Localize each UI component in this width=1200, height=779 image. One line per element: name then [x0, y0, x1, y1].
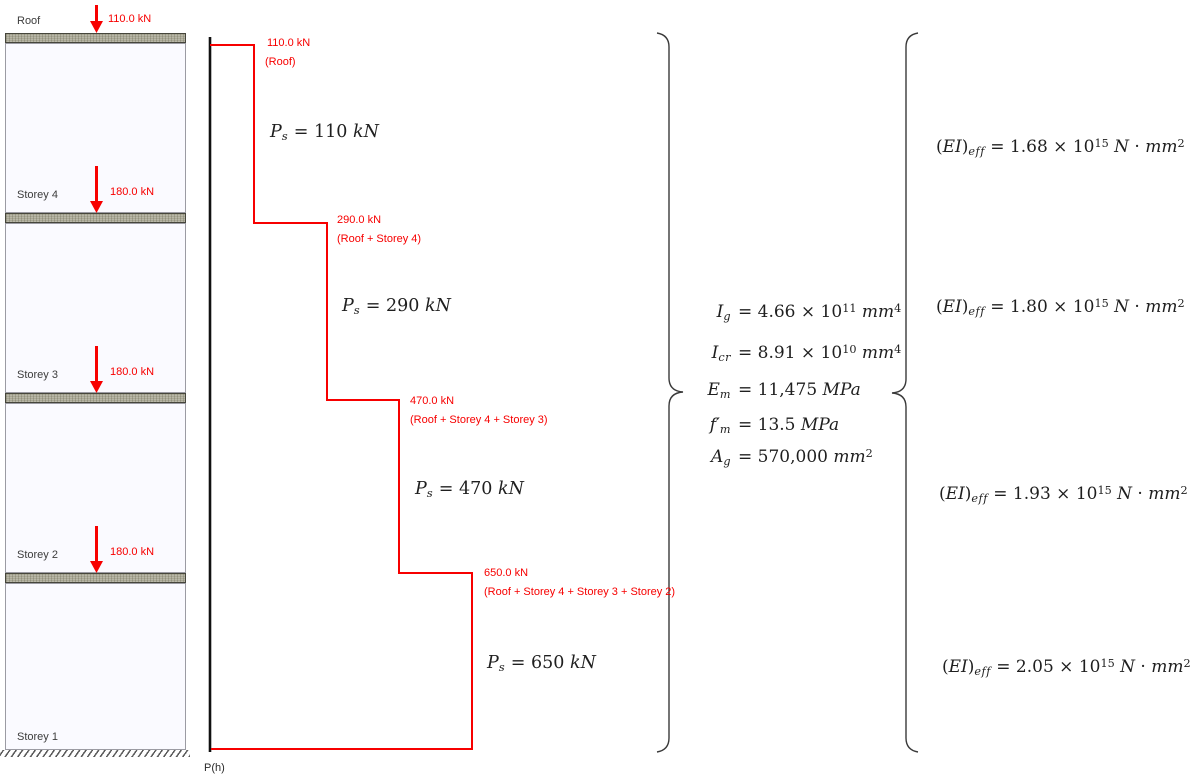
storey-label-2: Storey 2 [17, 549, 58, 561]
load-label-storey-4: 180.0 kN [110, 186, 155, 198]
ps-equation-3: Ps = 470 kN [415, 479, 524, 501]
ps-equation-4: Ps = 650 kN [487, 653, 596, 675]
material-lhs-ig: Ig [716, 302, 731, 324]
load-arrow-roof [90, 5, 103, 33]
storey-2-slab [5, 573, 186, 583]
ground-hatching [0, 750, 190, 757]
brace-left [656, 32, 684, 753]
step-value-label-3: 470.0 kN [410, 395, 455, 407]
material-rhs-ig: = 4.66 × 1011 mm4 [738, 301, 902, 322]
material-row-fm: f′m = 13.5 MPa [655, 414, 839, 438]
ei-value-1: (EI)eff = 1.68 × 1015 N · mm2 [936, 136, 1185, 159]
material-lhs-ag: Ag [711, 447, 731, 469]
storey-4-slab [5, 213, 186, 223]
material-lhs-fm: f′m [709, 415, 731, 437]
material-row-icr: Icr = 8.91 × 1010 mm4 [655, 342, 902, 366]
step-value-label-1: 110.0 kN [267, 37, 311, 49]
ps-equation-1: Ps = 110 kN [270, 122, 379, 144]
load-arrow-storey-2 [90, 526, 103, 573]
step-combo-label-4: (Roof + Storey 4 + Storey 3 + Storey 2) [484, 586, 676, 598]
load-label-storey-3: 180.0 kN [110, 366, 155, 378]
roof-slab [5, 33, 186, 43]
brace-right [891, 32, 919, 753]
ei-value-2: (EI)eff = 1.80 × 1015 N · mm2 [936, 296, 1185, 319]
step-combo-label-3: (Roof + Storey 4 + Storey 3) [410, 414, 548, 426]
storey-label-3: Storey 3 [17, 369, 58, 381]
ei-value-4: (EI)eff = 2.05 × 1015 N · mm2 [942, 656, 1191, 679]
step-combo-label-2: (Roof + Storey 4) [337, 233, 422, 245]
storey-label-roof: Roof [17, 15, 41, 27]
load-arrow-storey-3 [90, 346, 103, 393]
material-row-ag: Ag = 570,000 mm2 [655, 446, 873, 470]
wall-panel-storey-1 [5, 583, 186, 750]
material-rhs-icr: = 8.91 × 1010 mm4 [738, 342, 902, 363]
load-label-storey-2: 180.0 kN [110, 546, 155, 558]
step-value-label-4: 650.0 kN [484, 567, 529, 579]
material-lhs-em: Em [707, 380, 731, 402]
wall-panel-storey-2 [5, 403, 186, 573]
storey-3-slab [5, 393, 186, 403]
load-label-roof: 110.0 kN [108, 13, 152, 25]
step-combo-label-1: (Roof) [265, 56, 296, 68]
storey-label-1: Storey 1 [17, 731, 58, 743]
axis-label: P(h) [204, 762, 225, 774]
ei-value-3: (EI)eff = 1.93 × 1015 N · mm2 [939, 483, 1188, 506]
material-row-em: Em = 11,475 MPa [655, 379, 861, 403]
load-arrow-storey-4 [90, 166, 103, 213]
building-elevation: Roof Storey 4 Storey 3 Storey 2 Storey 1… [0, 0, 200, 779]
step-polyline [210, 44, 473, 750]
material-rhs-em: = 11,475 MPa [738, 380, 861, 400]
material-rhs-fm: = 13.5 MPa [738, 415, 840, 435]
ps-equation-2: Ps = 290 kN [342, 296, 451, 318]
material-lhs-icr: Icr [711, 343, 731, 365]
material-rhs-ag: = 570,000 mm2 [738, 446, 873, 467]
step-value-label-2: 290.0 kN [337, 214, 382, 226]
storey-label-4: Storey 4 [17, 189, 58, 201]
material-row-ig: Ig = 4.66 × 1011 mm4 [655, 301, 902, 325]
